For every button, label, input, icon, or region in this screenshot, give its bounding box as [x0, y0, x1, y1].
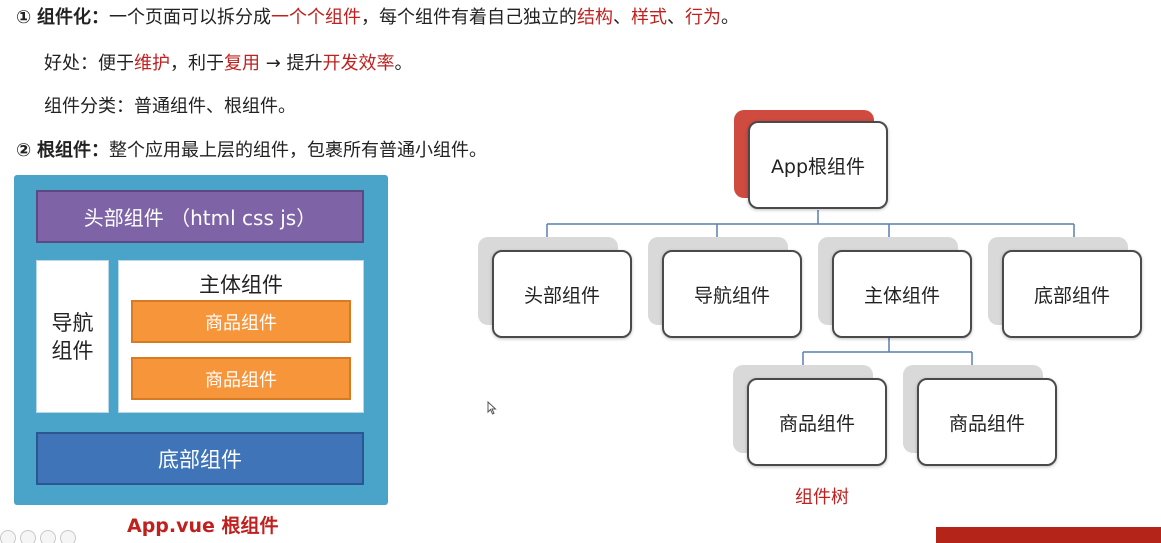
text: 。: [720, 7, 739, 28]
product-component-box: 商品组件: [131, 300, 351, 343]
term-componentization: 组件化：: [36, 7, 109, 28]
text: ，每个组件有着自己独立的: [360, 7, 577, 28]
tree-caption: 组件树: [795, 487, 849, 508]
bottom-toolbar: [0, 530, 76, 543]
main-component-box: 主体组件 商品组件 商品组件: [118, 260, 364, 413]
app-root-box: 头部组件 （html css js） 导航 组件 主体组件 商品组件 商品组件 …: [14, 175, 388, 505]
main-component-title: 主体组件: [199, 273, 283, 297]
highlight: 开发效率: [322, 53, 395, 74]
highlight: 复用: [224, 53, 260, 74]
tree-node-nav: 导航组件: [662, 250, 802, 338]
tree-node-header: 头部组件: [492, 250, 632, 338]
toolbar-button-icon[interactable]: [60, 530, 76, 543]
toolbar-button-icon[interactable]: [40, 530, 56, 543]
separator: 、: [612, 7, 631, 28]
highlight: 结构: [576, 7, 613, 28]
cursor-icon: [487, 400, 497, 419]
text: 一个页面可以拆分成: [108, 7, 271, 28]
circled-number-1: ①: [16, 7, 32, 28]
toolbar-button-icon[interactable]: [0, 530, 16, 543]
nav-label-line2: 组件: [51, 338, 94, 363]
header-component-box: 头部组件 （html css js）: [36, 190, 364, 243]
text: 。: [394, 53, 413, 74]
app-vue-caption: App.vue 根组件: [127, 515, 279, 537]
line-benefits: 好处：便于维护，利于复用 → 提升开发效率。: [44, 52, 413, 76]
watermark-banner: [936, 527, 1161, 543]
footer-component-box: 底部组件: [36, 432, 364, 485]
nav-component-box: 导航 组件: [36, 260, 109, 413]
highlight: 一个个组件: [270, 7, 361, 28]
circled-number-2: ②: [16, 140, 32, 161]
nav-label-line1: 导航: [51, 310, 94, 335]
highlight: 维护: [134, 53, 170, 74]
tree-node-product: 商品组件: [747, 378, 887, 466]
text: ，利于: [170, 53, 224, 74]
text: 组件分类：普通组件、根组件。: [44, 96, 296, 117]
line-componentization: ① 组件化：一个页面可以拆分成一个个组件，每个组件有着自己独立的结构、样式、行为…: [16, 6, 739, 30]
text: 好处：便于: [44, 53, 134, 74]
text: → 提升: [260, 53, 323, 74]
tree-node-product: 商品组件: [917, 378, 1057, 466]
highlight: 行为: [684, 7, 721, 28]
separator: 、: [666, 7, 685, 28]
text: 整个应用最上层的组件，包裹所有普通小组件。: [108, 140, 487, 161]
toolbar-button-icon[interactable]: [20, 530, 36, 543]
term-root-component: 根组件：: [36, 140, 109, 161]
tree-node-root: App根组件: [748, 121, 888, 209]
tree-node-main: 主体组件: [832, 250, 972, 338]
highlight: 样式: [630, 7, 667, 28]
line-root-component: ② 根组件：整个应用最上层的组件，包裹所有普通小组件。: [16, 139, 487, 163]
line-categories: 组件分类：普通组件、根组件。: [44, 95, 296, 119]
tree-node-footer: 底部组件: [1002, 250, 1142, 338]
product-component-box: 商品组件: [131, 357, 351, 400]
